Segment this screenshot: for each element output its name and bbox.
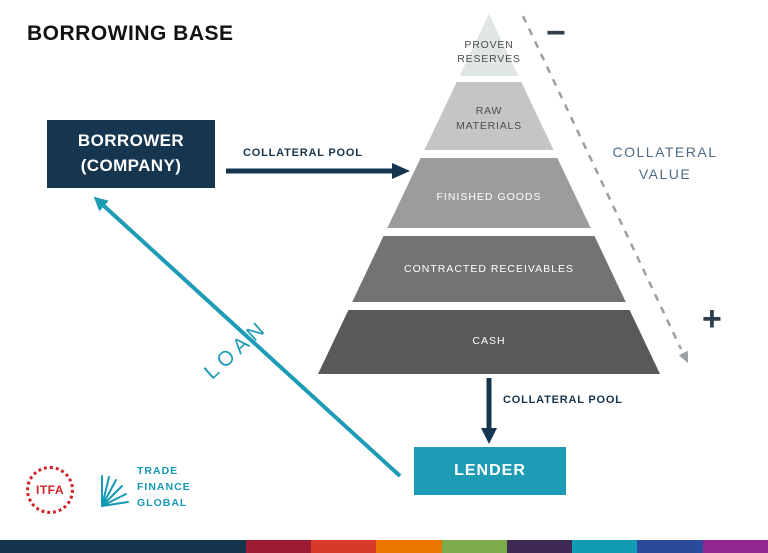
pyramid-label-raw: RAW [476, 105, 503, 117]
minus-sign: − [546, 14, 566, 52]
pyramid-layer-finished-goods [387, 158, 591, 228]
footer-color-segment [637, 540, 703, 553]
tfg-logo-text: TRADE FINANCE GLOBAL [137, 464, 191, 511]
loan-arrow-head [93, 196, 109, 212]
pyramid-layer-raw-materials [424, 82, 554, 150]
pyramid-layer-contracted-receivables [352, 236, 626, 302]
lender-label: LENDER [454, 462, 526, 479]
pyramid-layer-cash [318, 310, 660, 374]
tfg-fan-icon [101, 475, 129, 507]
footer-color-segment [0, 540, 246, 553]
pyramid-label-cash: CASH [472, 335, 505, 347]
collateral-value-line1: COLLATERAL [612, 144, 718, 160]
footer-color-segment [506, 540, 573, 553]
pyramid-layer-proven-reserves [459, 14, 519, 76]
page-title: BORROWING BASE [27, 22, 234, 45]
tfg-logo: TRADE FINANCE GLOBAL [96, 464, 191, 512]
collateral-pool-down-arrow-head [481, 428, 497, 444]
collateral-pool-bottom-label: COLLATERAL POOL [503, 394, 623, 406]
footer-color-segment [245, 540, 312, 553]
footer-color-segment [572, 540, 638, 553]
tfg-text-line3: GLOBAL [137, 496, 188, 509]
collateral-value-dashed-line [521, 15, 683, 350]
collateral-pool-arrow-head [392, 163, 410, 179]
borrower-label-line1: BORROWER [77, 131, 185, 151]
borrower-label-line2: (COMPANY) [80, 156, 182, 175]
lender-box: LENDER [414, 447, 566, 495]
collateral-pool-top-label: COLLATERAL POOL [243, 147, 363, 159]
itfa-logo: ITFA [26, 466, 74, 514]
collateral-value-dashed-arrow-head [678, 350, 688, 363]
plus-sign: + [702, 300, 722, 338]
itfa-logo-text: ITFA [36, 483, 64, 497]
borrower-box: BORROWER (COMPANY) [47, 120, 215, 188]
collateral-value-label: COLLATERAL VALUE [600, 141, 730, 186]
footer-color-bar [0, 540, 768, 553]
collateral-value-line2: VALUE [638, 166, 692, 183]
footer-color-segment [702, 540, 768, 553]
footer-color-segment [311, 540, 377, 553]
tfg-text-line1: TRADE [137, 465, 179, 478]
pyramid-label-reserves: RESERVES [457, 53, 520, 65]
footer-color-segment [441, 540, 507, 553]
pyramid-label-contracted-receivables: CONTRACTED RECEIVABLES [404, 263, 574, 275]
footer-color-segment [376, 540, 442, 553]
pyramid-label-materials: MATERIALS [456, 120, 522, 132]
pyramid-label-finished-goods: FINISHED GOODS [436, 191, 541, 203]
pyramid-label-proven: PROVEN [464, 39, 513, 51]
tfg-text-line2: FINANCE [137, 481, 191, 494]
loan-arrow-line [102, 204, 402, 478]
